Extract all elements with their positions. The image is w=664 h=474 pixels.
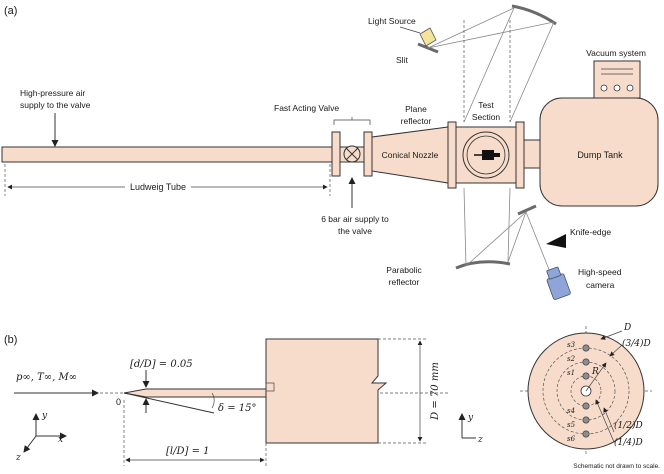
test-section-label-line2: Section xyxy=(472,112,501,122)
radius-arrow xyxy=(585,362,607,392)
valve-flange-left xyxy=(331,131,341,177)
sensor-s2 xyxy=(582,358,590,366)
sting-in-test-section xyxy=(494,153,500,157)
test-section-flange-left xyxy=(447,121,457,189)
ray-to-camera xyxy=(525,211,551,273)
leader-half-D xyxy=(603,407,615,433)
ray-lower-left xyxy=(463,187,467,267)
delta-label: δ = 15° xyxy=(218,403,256,414)
model-in-test-section xyxy=(482,150,494,160)
sensor-label-s6: s6 xyxy=(567,435,576,443)
valve-bracket xyxy=(333,119,371,125)
plane-mirror-bottom xyxy=(517,204,537,216)
vacuum-pump-knob-3 xyxy=(626,84,634,92)
plane-reflector-label-line1: Plane xyxy=(405,104,427,114)
conical-nozzle-label: Conical Nozzle xyxy=(382,150,439,160)
parabolic-reflector-label-line1: Parabolic xyxy=(386,265,422,275)
knife-edge-icon xyxy=(546,234,566,248)
six-bar-label-line1: 6 bar air supply to xyxy=(321,214,389,224)
leader-three-quarter-D xyxy=(609,344,623,357)
radius-label: R xyxy=(591,367,599,377)
junction-marker xyxy=(265,382,275,392)
camera-label-line1: High-speed xyxy=(578,267,622,277)
end-axis-z-label: z xyxy=(477,435,483,445)
ray-mirror-down-left xyxy=(463,7,515,123)
light-source-label: Light Source xyxy=(368,16,416,26)
axis-y-label: y xyxy=(41,411,48,421)
vacuum-pump xyxy=(593,60,641,99)
label-half-D: (1/2)D xyxy=(614,420,643,431)
parabolic-reflector-label-line2: reflector xyxy=(389,277,420,287)
end-axis-y-label: y xyxy=(467,413,474,423)
ludweig-tube-label: Ludweig Tube xyxy=(130,182,186,192)
axis-z-label: z xyxy=(15,453,21,463)
leader-D xyxy=(600,330,623,340)
vacuum-system-label: Vacuum system xyxy=(586,48,646,58)
sensor-label-s2: s2 xyxy=(567,355,576,363)
diameter-label: D = 70 mm xyxy=(430,362,441,421)
test-section-flange-right xyxy=(515,121,525,189)
d-over-D-label: [d/D] = 0.05 xyxy=(130,359,193,370)
delta-arc xyxy=(211,392,215,409)
light-bulb-icon xyxy=(419,27,437,47)
label-three-quarter-D: (3/4)D xyxy=(622,338,651,349)
parabolic-mirror-top xyxy=(511,4,557,26)
sensor-label-s5: s5 xyxy=(567,421,576,429)
ludweig-tube xyxy=(1,146,333,163)
sensor-s1 xyxy=(582,372,590,380)
cone-half-angle-line xyxy=(123,392,215,414)
test-section-label-line1: Test xyxy=(478,100,494,110)
dump-tank-label: Dump Tank xyxy=(577,150,623,160)
ray-slit-to-mirror-2 xyxy=(427,21,555,49)
fast-acting-valve-label: Fast Acting Valve xyxy=(274,103,339,113)
high-pressure-label-line1: High-pressure air xyxy=(20,88,85,98)
sensor-label-s4: s4 xyxy=(567,407,575,415)
leader-quarter-D xyxy=(595,399,615,443)
high-speed-camera-icon xyxy=(546,266,571,300)
valve-flange-right xyxy=(363,131,373,177)
knife-edge-label: Knife-edge xyxy=(570,227,611,237)
axis-x-label: x xyxy=(58,435,63,445)
sensor-s3 xyxy=(582,344,590,352)
sensor-label-s3: s3 xyxy=(567,341,576,349)
light-source-leader xyxy=(399,26,421,34)
ludweig-label-bg xyxy=(125,181,191,193)
plane-reflector-label-line2: reflector xyxy=(401,116,432,126)
blunt-body xyxy=(265,338,388,444)
ray-mirror-down-right xyxy=(509,21,555,123)
camera-label-line2: camera xyxy=(586,280,615,290)
valve-cross-b xyxy=(345,147,359,161)
spike-body xyxy=(123,388,267,398)
vacuum-pump-knob-2 xyxy=(613,84,621,92)
ray-to-plane-mirror-2 xyxy=(507,211,527,263)
slit-label: Slit xyxy=(396,55,408,65)
panel-a-label: (a) xyxy=(4,5,17,17)
ray-slit-to-mirror-1 xyxy=(427,7,515,49)
ray-lower-right xyxy=(507,187,511,263)
sensor-label-s1: s1 xyxy=(567,369,575,377)
l-over-D-label: [l/D] = 1 xyxy=(166,446,210,457)
label-quarter-D: (1/4)D xyxy=(614,437,643,448)
sensor-s4 xyxy=(582,402,590,410)
high-pressure-label-line2: supply to the valve xyxy=(20,100,91,110)
sensor-s5 xyxy=(582,416,590,424)
vacuum-pump-knob-1 xyxy=(600,84,608,92)
six-bar-label-line2: the valve xyxy=(338,226,372,236)
panel-b-label: (b) xyxy=(4,334,17,346)
ray-to-plane-mirror-1 xyxy=(465,211,527,267)
freestream-conditions: p∞, T∞, M∞ xyxy=(16,372,77,383)
label-D: D xyxy=(623,323,631,333)
sensor-s6 xyxy=(582,430,590,438)
axis-z-arrow xyxy=(23,435,37,453)
origin-label: 0 xyxy=(116,397,121,407)
schematic-note: Schematic not drawn to scale. xyxy=(573,463,660,470)
parabolic-mirror-bottom xyxy=(455,260,511,270)
